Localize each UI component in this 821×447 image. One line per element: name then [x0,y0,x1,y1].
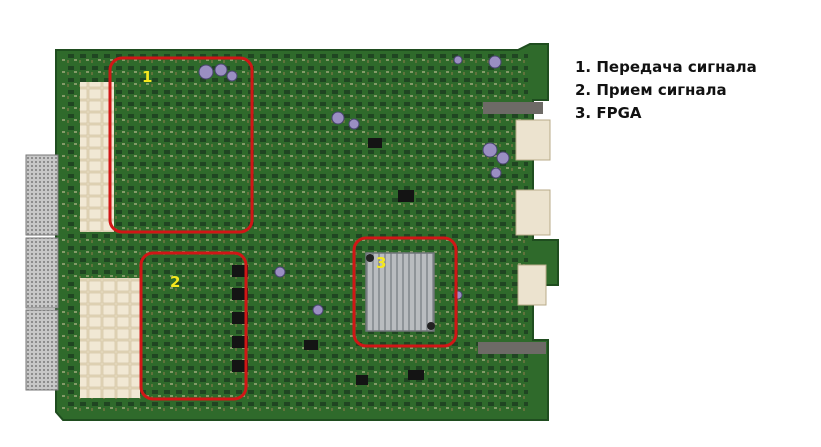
legend-list: 1. Передача сигнала 2. Прием сигнала 3. … [575,56,757,125]
region-2-outline [139,251,248,401]
relay-bank-top [80,82,114,232]
fpga-heatsink [365,252,435,332]
legend-item-fpga: 3. FPGA [575,104,642,122]
backplane-connector-top [25,154,59,236]
region-2-label: 2 [170,273,180,291]
legend-item-transmit: 1. Передача сигнала [575,58,757,76]
heatsink-screw-bottom [427,322,435,330]
legend-item-receive: 2. Прием сигнала [575,81,727,99]
right-mount-top [483,102,543,114]
right-mount-bottom [478,342,546,354]
circuit-board-photo: 1 2 3 [25,43,559,421]
right-connector-2 [515,189,551,236]
region-3-label: 3 [376,254,386,272]
ic-chips [232,138,424,385]
capacitors [198,55,510,316]
region-3-outline [352,236,458,348]
relay-bank-bottom [80,278,140,398]
region-1-outline [108,56,254,234]
backplane-connector-bottom [25,309,59,391]
right-connector-3 [517,264,547,306]
heatsink-screw-top [366,254,374,262]
backplane-connector-middle [25,237,59,309]
region-1-label: 1 [142,68,152,86]
right-connector-1 [515,119,551,161]
